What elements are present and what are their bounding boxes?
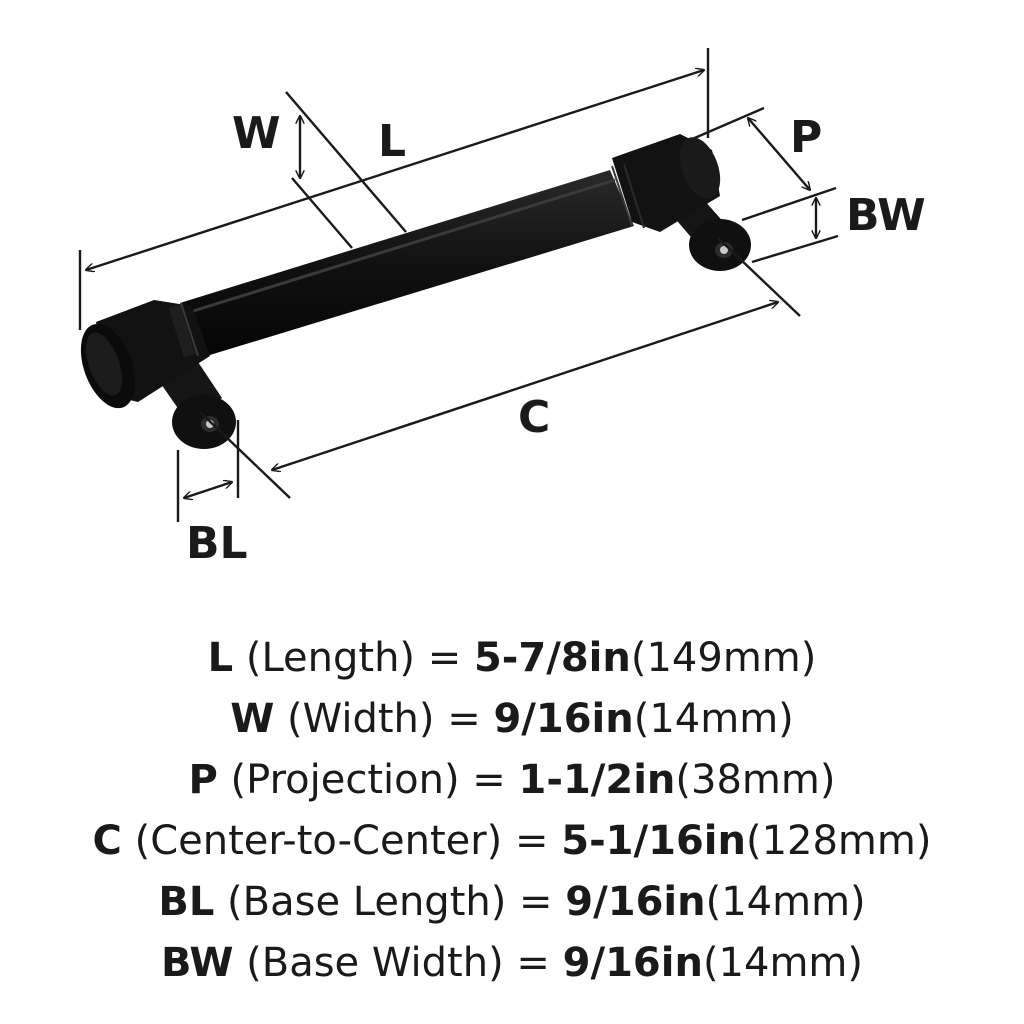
projection-extension-top [689, 106, 765, 142]
center-arrow [272, 302, 778, 470]
length-arrow [86, 70, 704, 270]
spec-name: (Center-to-Center) = [121, 818, 562, 864]
spec-metric: (38mm) [675, 757, 836, 803]
spec-list: L (Length) = 5-7/8in(149mm) W (Width) = … [0, 628, 1024, 994]
spec-center-to-center: C (Center-to-Center) = 5-1/16in(128mm) [0, 811, 1024, 872]
spec-name: (Projection) = [217, 757, 519, 803]
projection-extension-bottom [741, 186, 837, 222]
spec-width: W (Width) = 9/16in(14mm) [0, 689, 1024, 750]
spec-code: L [207, 635, 234, 681]
left-end-cap [80, 300, 210, 409]
spec-metric: (14mm) [702, 940, 863, 986]
spec-projection: P (Projection) = 1-1/2in(38mm) [0, 750, 1024, 811]
cabinet-pull [80, 134, 751, 449]
spec-name: (Length) = [233, 635, 474, 681]
spec-code: W [230, 696, 275, 742]
base-width-extension [751, 234, 839, 264]
spec-name: (Base Length) = [214, 879, 566, 925]
spec-metric: (14mm) [633, 696, 794, 742]
handle-bar [180, 170, 634, 358]
spec-code: BL [158, 879, 215, 925]
spec-length: L (Length) = 5-7/8in(149mm) [0, 628, 1024, 689]
width-extension-bottom [291, 177, 353, 249]
spec-name: (Base Width) = [233, 940, 563, 986]
right-screw-pin [720, 246, 728, 254]
label-l: L [378, 116, 406, 167]
spec-base-length: BL (Base Length) = 9/16in(14mm) [0, 872, 1024, 933]
spec-value: 9/16in [493, 696, 634, 742]
center-extension-left [199, 411, 291, 499]
spec-code: P [188, 757, 218, 803]
spec-metric: (128mm) [745, 818, 932, 864]
handle-dimension-diagram: W L P BW C BL [78, 48, 926, 569]
label-bl: BL [186, 518, 248, 569]
label-c: C [518, 392, 550, 443]
projection-arrow [748, 118, 810, 190]
dimension-lines [78, 48, 839, 522]
spec-value: 5-7/8in [473, 635, 631, 681]
label-w: W [232, 108, 281, 159]
spec-value: 5-1/16in [561, 818, 746, 864]
center-extension-right [717, 237, 801, 317]
label-bw: BW [846, 190, 926, 241]
spec-metric: (149mm) [630, 635, 817, 681]
label-p: P [790, 112, 822, 163]
spec-code: BW [161, 940, 234, 986]
base-length-arrow [184, 482, 232, 498]
spec-metric: (14mm) [705, 879, 866, 925]
spec-value: 9/16in [565, 879, 706, 925]
spec-value: 9/16in [562, 940, 703, 986]
spec-code: C [92, 818, 122, 864]
spec-name: (Width) = [274, 696, 494, 742]
spec-value: 1-1/2in [518, 757, 676, 803]
spec-base-width: BW (Base Width) = 9/16in(14mm) [0, 933, 1024, 994]
width-extension-top [285, 91, 407, 233]
